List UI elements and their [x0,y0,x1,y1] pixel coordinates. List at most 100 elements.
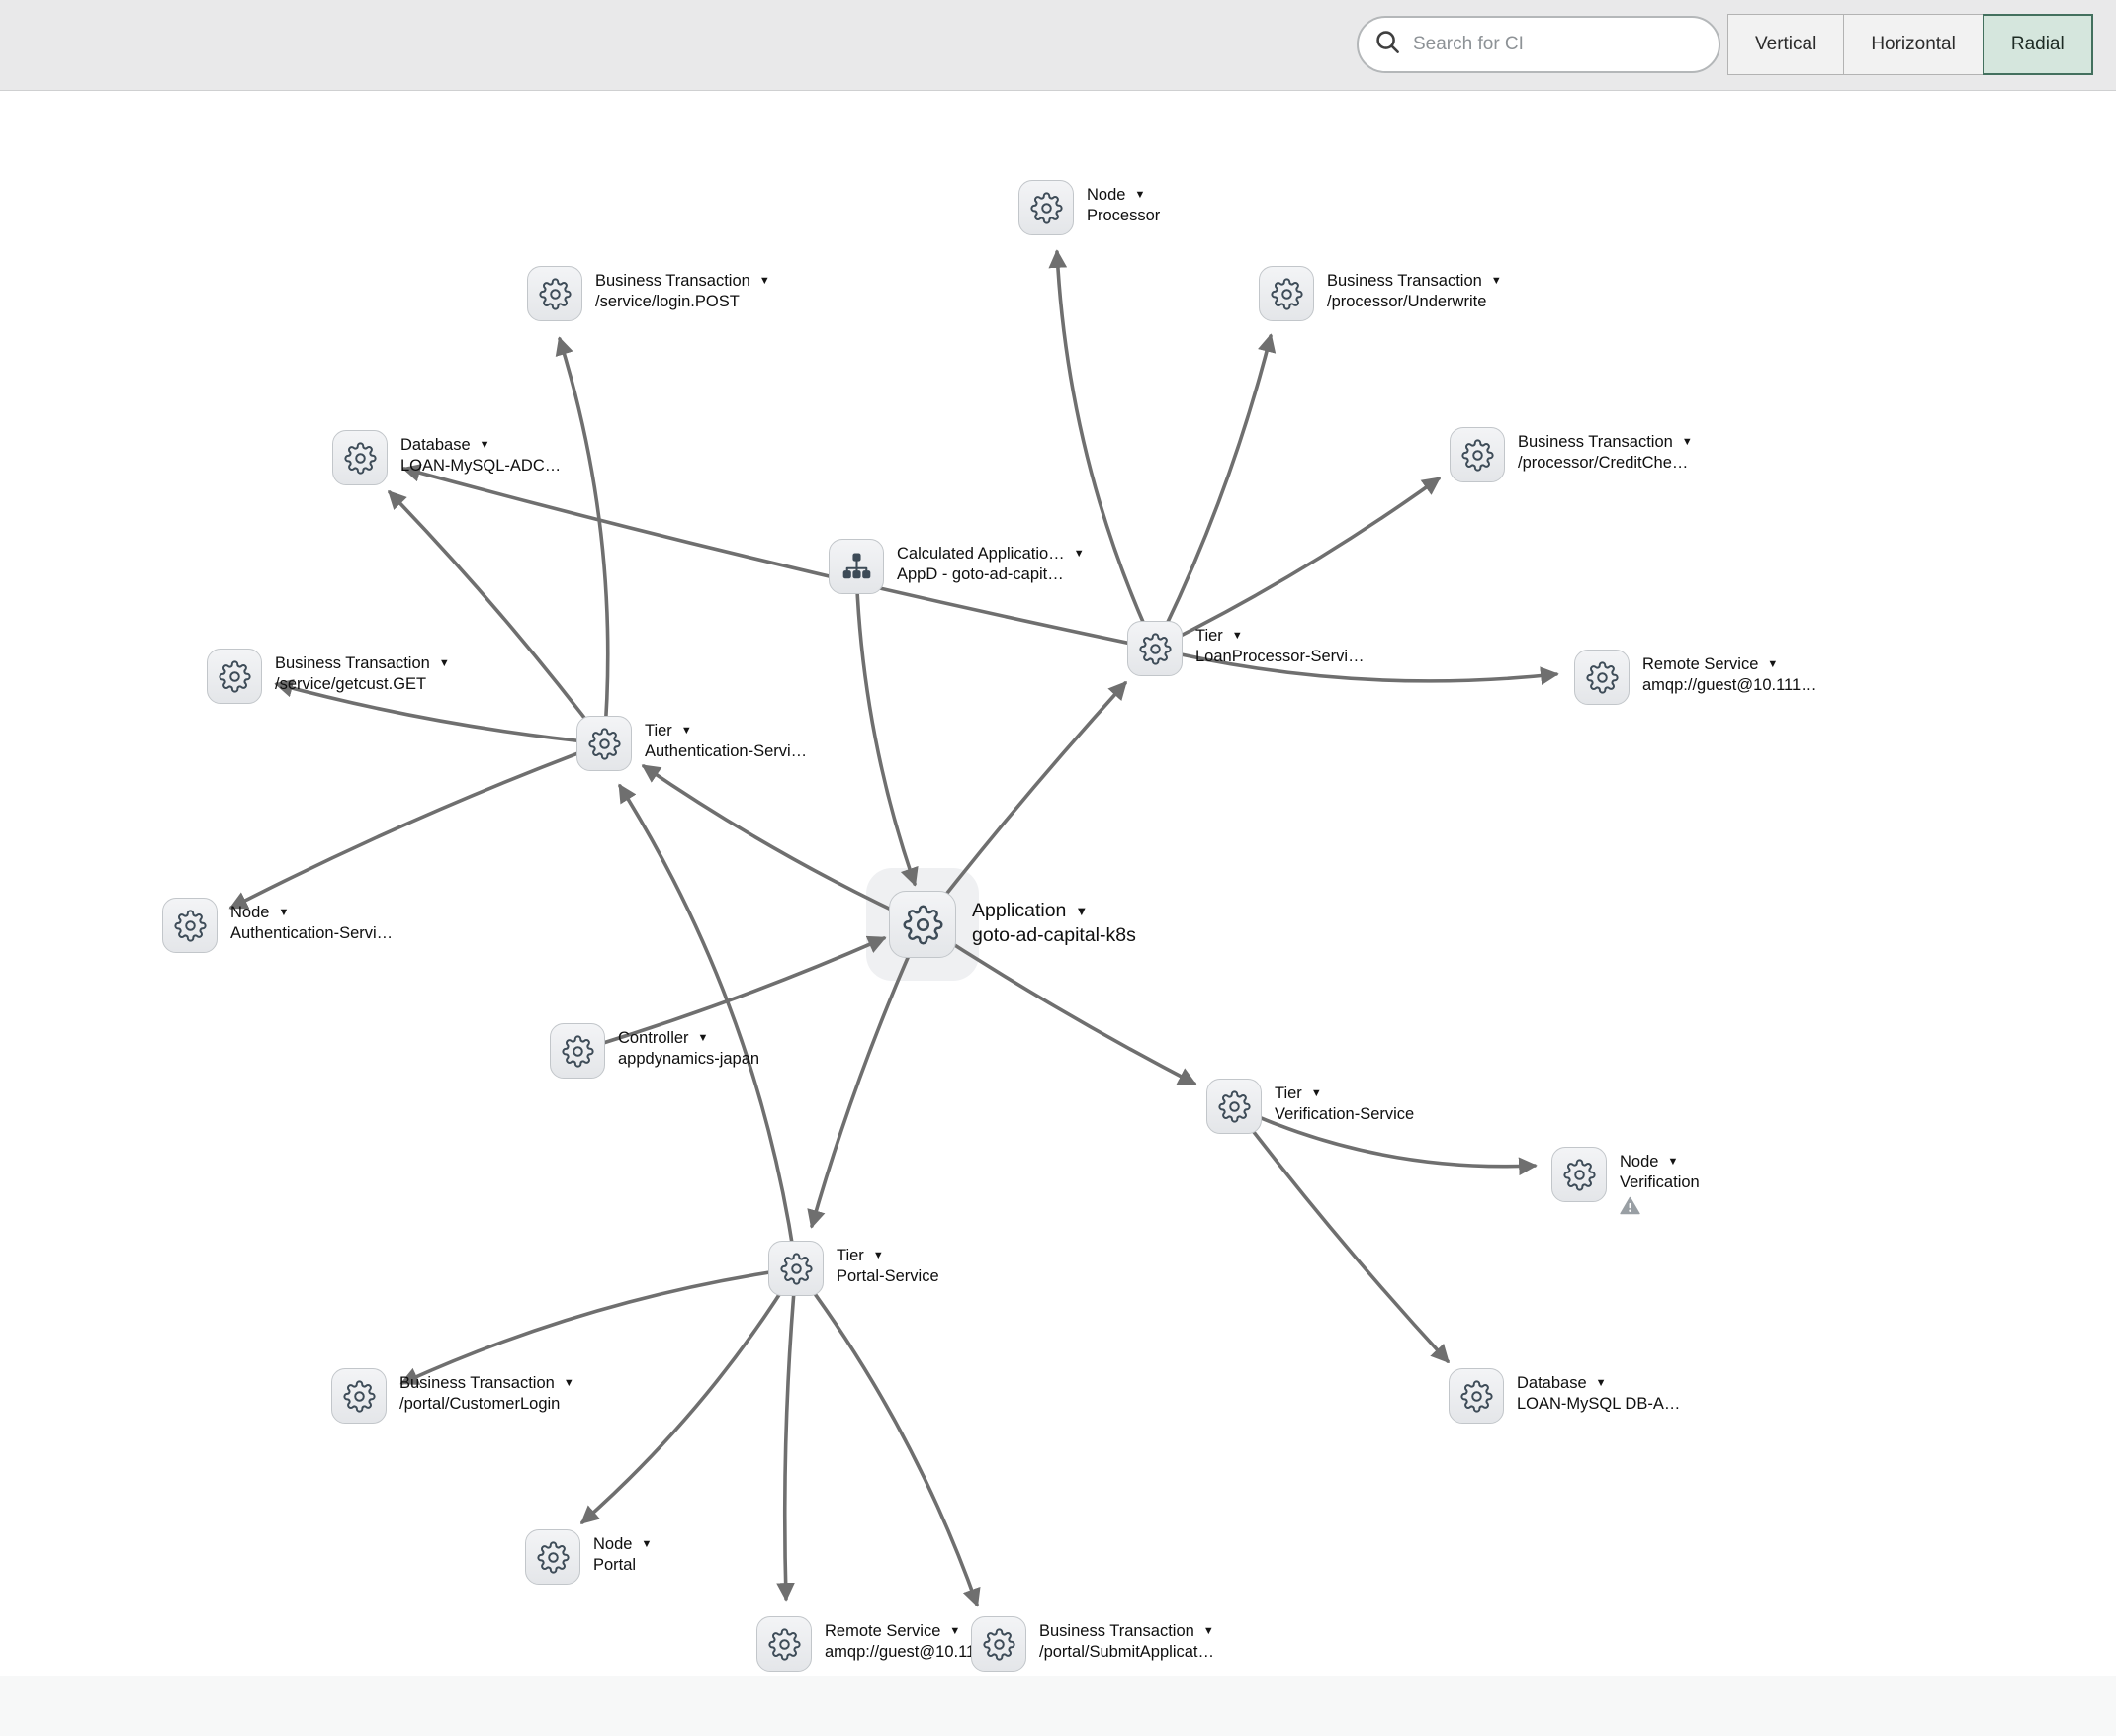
edge-tier-authentication--node-authentication [228,741,606,910]
chevron-down-icon[interactable]: ▼ [479,439,490,451]
ci-node-bt-processor-underwrite[interactable]: Business Transaction▼/processor/Underwri… [1259,266,1502,321]
ci-node-bt-service-login[interactable]: Business Transaction▼/service/login.POST [527,266,770,321]
chevron-down-icon[interactable]: ▼ [949,1625,961,1637]
warning-icon [1620,1196,1700,1215]
ci-type-label: Tier [837,1247,864,1264]
ci-node-node-portal[interactable]: Node▼Portal [525,1529,652,1585]
edge-tier-portal--remote-service-amqp-2 [776,1266,798,1602]
ci-node-bt-service-getcust[interactable]: Business Transaction▼/service/getcust.GE… [207,649,450,704]
edge-tier-portal--tier-authentication [618,783,798,1270]
chevron-down-icon[interactable]: ▼ [1490,275,1502,287]
chevron-down-icon[interactable]: ▼ [872,1250,884,1261]
gear-icon [162,898,218,953]
gear-icon [1450,427,1505,482]
ci-label: Tier▼LoanProcessor-Servi… [1195,626,1365,667]
ci-name-label: Portal-Service [837,1267,939,1285]
chevron-down-icon[interactable]: ▼ [278,907,290,918]
ci-node-remote-service-amqp-1[interactable]: Remote Service▼amqp://guest@10.111… [1574,650,1817,705]
edge-tier-verification--db-loan-mysql-dba [1232,1104,1450,1364]
ci-type-label: Node [1087,186,1126,204]
ci-node-application[interactable]: Application▼goto-ad-capital-k8s [889,891,1136,958]
chevron-down-icon[interactable]: ▼ [1073,548,1085,560]
chevron-down-icon[interactable]: ▼ [563,1377,574,1389]
layout-radial-button[interactable]: Radial [1982,14,2093,75]
chevron-down-icon[interactable]: ▼ [438,657,450,669]
gear-icon [768,1241,824,1296]
edge-application--tier-authentication [641,764,925,926]
ci-label: Node▼Portal [593,1534,652,1576]
ci-node-tier-verification[interactable]: Tier ▼ Verification-Service [1206,1079,1414,1134]
ci-node-node-verification[interactable]: Node▼Verification [1551,1147,1700,1215]
ci-label: Tier ▼ Verification-Service [1275,1084,1414,1125]
layout-horizontal-button[interactable]: Horizontal [1843,14,1984,75]
ci-label: Database▼LOAN-MySQL-ADC… [400,435,561,477]
chevron-down-icon[interactable]: ▼ [1134,189,1146,201]
chevron-down-icon[interactable]: ▼ [697,1032,709,1044]
ci-node-db-loan-mysql-adc[interactable]: Database▼LOAN-MySQL-ADC… [332,430,561,485]
ci-type-label: Tier [1275,1085,1302,1102]
ci-node-bt-portal-customerlogin[interactable]: Business Transaction▼/portal/CustomerLog… [331,1368,574,1424]
ci-node-tier-authentication[interactable]: Tier▼Authentication-Servi… [576,716,807,771]
chevron-down-icon[interactable]: ▼ [1202,1625,1214,1637]
layout-vertical-button[interactable]: Vertical [1727,14,1845,75]
chevron-down-icon[interactable]: ▼ [1667,1156,1679,1168]
gear-icon [332,430,388,485]
edge-tier-authentication--bt-service-login [555,336,610,745]
edge-tier-authentication--bt-service-getcust [274,679,606,745]
gear-icon [1206,1079,1262,1134]
ci-node-remote-service-amqp-2[interactable]: Remote Service▼amqp://guest@10.111… [756,1616,1000,1672]
ci-node-node-authentication[interactable]: Node▼Authentication-Servi… [162,898,393,953]
ci-name-label: goto-ad-capital-k8s [972,924,1136,946]
ci-node-tier-portal[interactable]: Tier ▼ Portal-Service [768,1241,939,1296]
chevron-down-icon[interactable]: ▼ [1681,436,1693,448]
ci-type-label: Business Transaction [1518,433,1673,451]
ci-node-controller[interactable]: Controller▼appdynamics-japan [550,1023,759,1079]
ci-node-node-processor[interactable]: Node▼Processor [1018,180,1160,235]
search-input[interactable] [1411,33,1703,56]
chevron-down-icon[interactable]: ▼ [758,275,770,287]
ci-label: Business Transaction▼/portal/SubmitAppli… [1039,1621,1214,1663]
ci-name-label: LOAN-MySQL DB-A… [1517,1395,1681,1413]
ci-type-label: Node [230,904,270,921]
ci-label: Business Transaction▼/portal/CustomerLog… [399,1373,574,1415]
ci-node-tier-loanprocessor[interactable]: Tier▼LoanProcessor-Servi… [1127,621,1365,676]
chevron-down-icon[interactable]: ▼ [1595,1377,1607,1389]
ci-label: Remote Service▼amqp://guest@10.111… [1642,654,1817,696]
gear-icon [331,1368,387,1424]
edge-tier-loanprocessor--remote-service-amqp-1 [1153,647,1559,685]
edge-application--tier-portal [807,922,925,1229]
gear-icon [756,1616,812,1672]
ci-node-bt-processor-creditcheck[interactable]: Business Transaction▼/processor/CreditCh… [1450,427,1693,482]
ci-name-label: /service/getcust.GET [275,675,427,693]
ci-label: Business Transaction▼/processor/Underwri… [1327,271,1502,312]
ci-label: Tier▼Authentication-Servi… [645,721,807,762]
ci-label: Remote Service▼amqp://guest@10.111… [825,1621,1000,1663]
search-box[interactable] [1357,16,1720,73]
ci-type-label: Database [1517,1374,1587,1392]
edge-tier-verification--node-verification [1232,1104,1538,1176]
ci-name-label: Verification-Service [1275,1105,1415,1123]
chevron-down-icon[interactable]: ▼ [641,1538,653,1550]
ci-node-calculated-application[interactable]: Calculated Applicatio…▼AppD - goto-ad-ca… [829,539,1085,594]
ci-type-label: Controller [618,1029,689,1047]
edge-controller--application [575,935,887,1053]
ci-node-db-loan-mysql-dba[interactable]: Database ▼ LOAN-MySQL DB-A… [1449,1368,1680,1424]
chevron-down-icon[interactable]: ▼ [1310,1087,1322,1099]
gear-icon [527,266,582,321]
edge-calculated-application--application [854,564,919,887]
chevron-down-icon[interactable]: ▼ [1767,658,1779,670]
gear-icon [525,1529,580,1585]
ci-name-label: /portal/CustomerLogin [399,1395,561,1413]
edge-application--tier-verification [921,922,1197,1085]
chevron-down-icon[interactable]: ▼ [680,725,692,737]
ci-node-bt-portal-submitapplication[interactable]: Business Transaction▼/portal/SubmitAppli… [971,1616,1214,1672]
edge-tier-loanprocessor--node-processor [1048,249,1157,651]
chevron-down-icon[interactable]: ▼ [1075,904,1089,918]
gear-icon [1574,650,1630,705]
chevron-down-icon[interactable]: ▼ [1231,630,1243,642]
hierarchy-icon [829,539,884,594]
gear-icon [576,716,632,771]
